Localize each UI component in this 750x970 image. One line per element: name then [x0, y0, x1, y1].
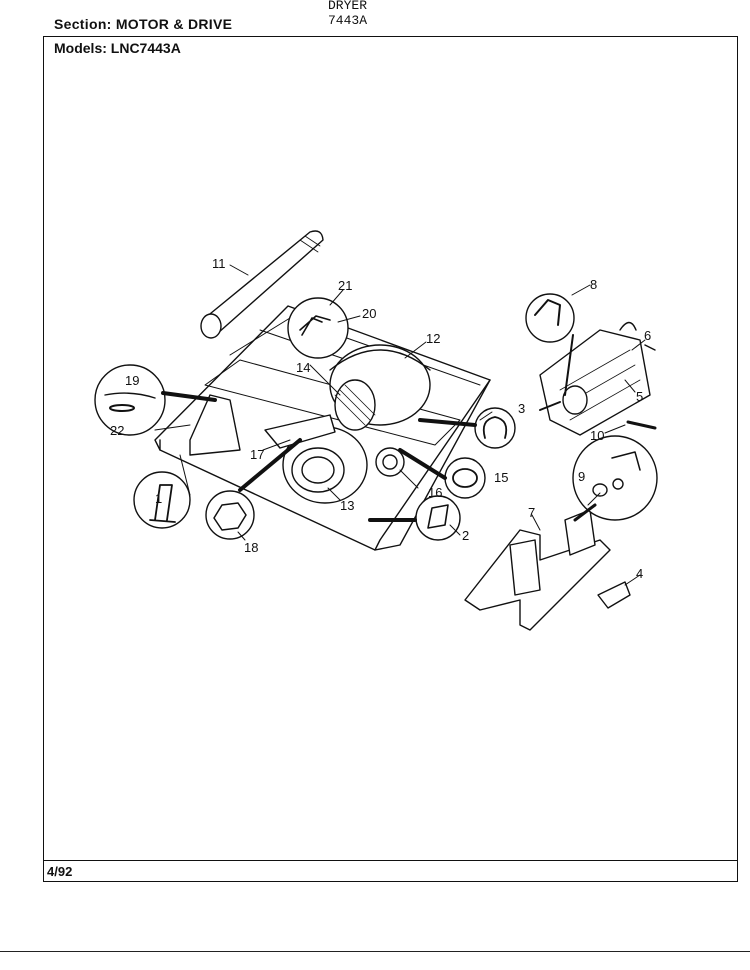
callout-20: 20	[362, 306, 376, 321]
callout-7: 7	[528, 505, 535, 520]
models-heading: Models: LNC7443A	[54, 40, 181, 56]
callout-22: 22	[110, 423, 124, 438]
callout-10: 10	[590, 428, 604, 443]
inset-1	[133, 471, 191, 529]
callout-14: 14	[296, 360, 310, 375]
footer-divider	[43, 860, 738, 861]
document-title: DRYER 7443A	[328, 0, 367, 28]
callout-9: 9	[578, 469, 585, 484]
motor	[539, 329, 651, 436]
callout-8: 8	[590, 277, 597, 292]
callout-12: 12	[426, 331, 440, 346]
callout-6: 6	[644, 328, 651, 343]
callout-11: 11	[212, 256, 226, 271]
inset-18	[205, 490, 255, 540]
callout-19: 19	[125, 373, 139, 388]
inset-19-22	[94, 364, 166, 436]
section-value: MOTOR & DRIVE	[115, 16, 233, 32]
models-value: LNC7443A	[110, 40, 181, 56]
revision-date: 4/92	[47, 864, 73, 879]
callout-15: 15	[494, 470, 508, 485]
title-line-1: DRYER	[328, 0, 368, 13]
callout-2: 2	[462, 528, 469, 543]
inset-8	[525, 293, 575, 343]
inset-20-21	[287, 297, 349, 359]
inset-15	[444, 457, 486, 499]
inset-3	[474, 407, 516, 449]
bracket	[264, 414, 336, 449]
title-line-2: 7443A	[328, 13, 368, 28]
callout-1: 1	[155, 491, 162, 506]
callout-17: 17	[250, 447, 264, 462]
callout-13: 13	[340, 498, 354, 513]
section-heading: Section: MOTOR & DRIVE	[54, 16, 232, 32]
callout-16: 16	[428, 485, 442, 500]
section-label: Section:	[54, 16, 112, 32]
callout-18: 18	[244, 540, 258, 555]
page-bottom-rule	[0, 951, 750, 952]
models-label: Models:	[54, 40, 107, 56]
diagram-frame	[43, 36, 738, 882]
inset-9	[572, 435, 658, 521]
inset-2	[415, 495, 461, 541]
callout-5: 5	[636, 389, 643, 404]
callout-21: 21	[338, 278, 352, 293]
callout-3: 3	[518, 401, 525, 416]
callout-4: 4	[636, 566, 643, 581]
